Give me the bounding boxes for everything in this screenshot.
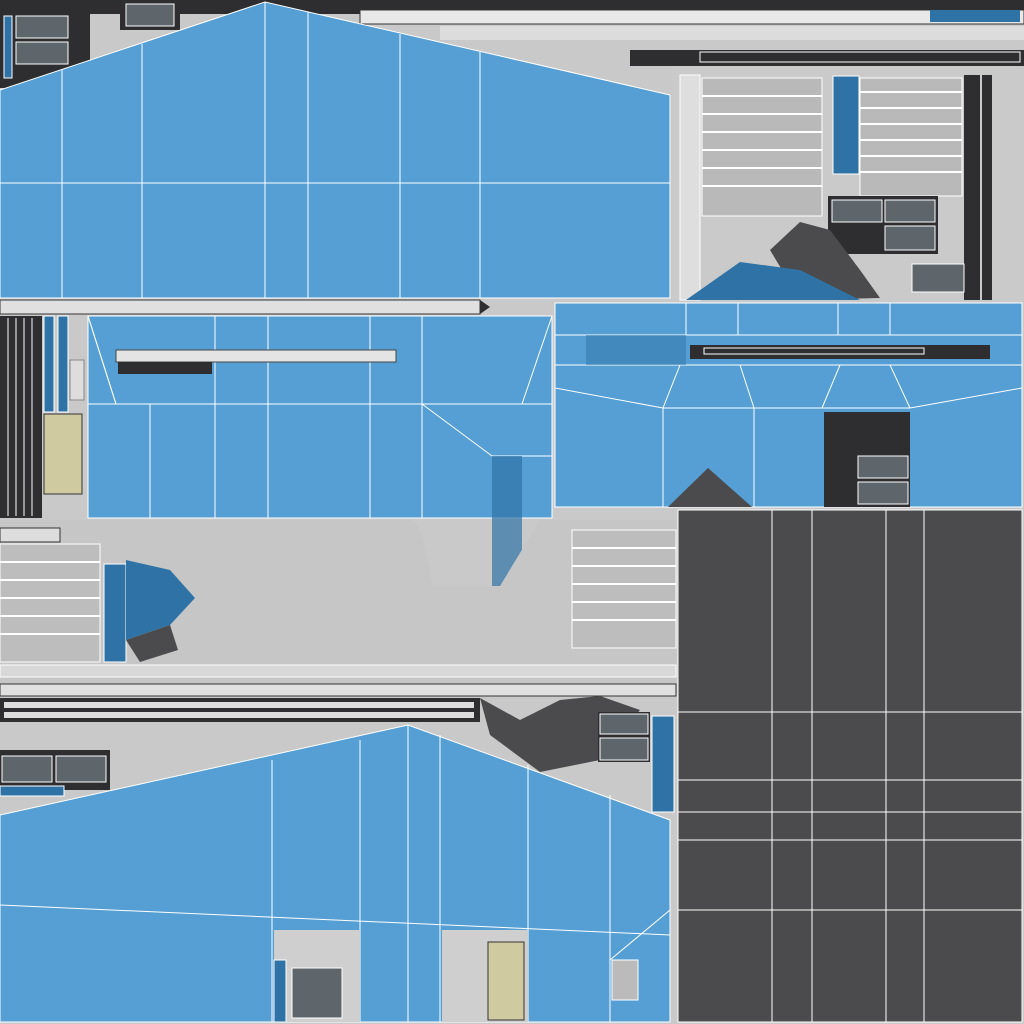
- middle-left-blue-panel: [87, 315, 553, 586]
- texture-shape: [487, 941, 525, 1021]
- texture-shape: [0, 683, 677, 697]
- texture-shape: [702, 91, 962, 187]
- middle-gray-region: [0, 520, 677, 813]
- texture-shape: [884, 225, 936, 251]
- top-blue-panel: [0, 1, 671, 299]
- texture-shape: [554, 302, 1023, 508]
- texture-shape: [821, 364, 841, 409]
- texture-shape: [982, 75, 992, 300]
- texture-shape: [701, 77, 823, 217]
- texture-shape: [1, 755, 53, 783]
- texture-shape: [609, 909, 671, 961]
- texture-shape: [359, 9, 1024, 25]
- top-right-gray-region: [672, 68, 1022, 301]
- texture-shape: [831, 199, 883, 223]
- texture-shape: [0, 561, 100, 635]
- texture-shape: [69, 359, 85, 401]
- texture-shape: [0, 698, 480, 722]
- texture-shape: [859, 77, 963, 197]
- texture-shape: [87, 315, 553, 519]
- texture-shape: [4, 712, 474, 718]
- texture-shape: [703, 347, 925, 355]
- texture-shape: [3, 15, 13, 79]
- texture-shape: [7, 318, 33, 516]
- texture-shape: [103, 563, 127, 663]
- texture-shape: [0, 299, 481, 315]
- texture-shape: [571, 529, 677, 649]
- texture-shape: [440, 26, 1024, 40]
- texture-shape: [930, 10, 1020, 22]
- texture-shape: [115, 349, 397, 363]
- texture-shape: [690, 345, 990, 359]
- texture-shape: [857, 481, 909, 505]
- texture-shape: [0, 316, 42, 518]
- texture-shape: [0, 1, 671, 299]
- texture-shape: [884, 199, 936, 223]
- texture-shape: [699, 51, 1021, 63]
- texture-shape: [118, 362, 212, 374]
- texture-shape: [586, 335, 686, 365]
- texture-shape: [739, 364, 755, 409]
- texture-shape: [57, 315, 69, 413]
- texture-shape: [291, 967, 343, 1019]
- texture-shape: [668, 468, 752, 507]
- texture-shape: [572, 547, 676, 621]
- texture-shape: [678, 510, 1022, 1022]
- texture-shape: [43, 413, 83, 495]
- texture-shape: [43, 315, 55, 413]
- texture-shape: [126, 625, 178, 662]
- texture-shape: [911, 263, 965, 293]
- texture-shape: [421, 403, 493, 457]
- bottom-blue-panel: [0, 724, 671, 1023]
- texture-shape: [87, 315, 117, 405]
- texture-shape: [679, 74, 701, 301]
- texture-shape: [832, 75, 860, 175]
- texture-shape: [273, 959, 287, 1023]
- left-column-strips: [0, 315, 85, 518]
- mid-trim-strip: [0, 299, 490, 315]
- texture-shape: [126, 560, 195, 640]
- texture-shape: [662, 364, 681, 409]
- texture-shape: [0, 664, 677, 678]
- texture-shape: [677, 509, 1023, 1023]
- middle-right-blue-panel: [554, 302, 1023, 508]
- texture-shape: [964, 75, 980, 300]
- texture-shape: [0, 785, 65, 797]
- dark-grid-panel: [677, 509, 1023, 1023]
- texture-shape: [15, 15, 69, 39]
- texture-shape: [0, 904, 671, 936]
- texture-shape: [611, 959, 639, 1001]
- texture-shape: [889, 364, 911, 409]
- texture-shape: [599, 737, 649, 761]
- texture-shape: [0, 527, 61, 543]
- texture-shape: [599, 713, 649, 735]
- texture-shape: [686, 262, 860, 300]
- texture-shape: [125, 3, 175, 27]
- texture-shape: [0, 2, 670, 298]
- texture-shape: [651, 715, 675, 813]
- texture-shape: [857, 455, 909, 479]
- texture-shape: [480, 300, 490, 314]
- texture-shape: [701, 77, 963, 217]
- texture-shape: [15, 41, 69, 65]
- texture-shape: [55, 755, 107, 783]
- texture-shape: [0, 543, 101, 663]
- texture-shape: [4, 702, 474, 708]
